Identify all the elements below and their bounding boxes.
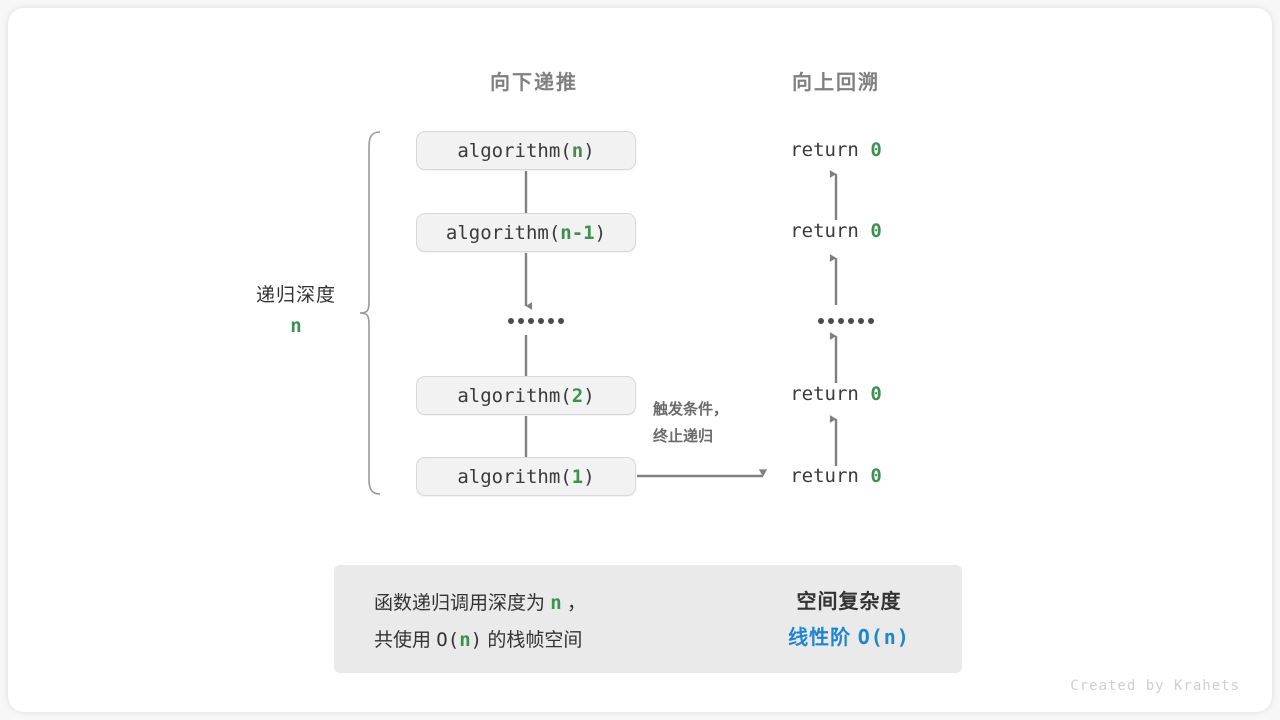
dot	[518, 318, 524, 324]
dot	[838, 318, 844, 324]
summary-line1-n: n	[550, 592, 562, 614]
recursion-depth-title: 递归深度	[255, 285, 336, 306]
recursion-depth-label: 递归深度 n	[216, 280, 376, 337]
base-case-note: 触发条件， 终止递归	[653, 396, 728, 450]
call-box-suffix: )	[583, 139, 595, 162]
summary-line-2: 共使用 O(n) 的栈帧空间	[374, 622, 586, 659]
call-box-1[interactable]: algorithm(1)	[416, 457, 636, 496]
return-value: 0	[870, 465, 882, 487]
call-box-suffix: )	[594, 221, 607, 244]
return-value: 0	[870, 383, 882, 405]
call-box-2[interactable]: algorithm(2)	[416, 376, 636, 415]
return-label-base: return 0	[726, 465, 946, 487]
call-box-prefix: algorithm(	[457, 465, 572, 488]
summary-conclusion: 空间复杂度 线性阶 O(n)	[754, 585, 944, 656]
header-downward: 向下递推	[490, 72, 578, 94]
summary-box: 函数递归调用深度为 n ， 共使用 O(n) 的栈帧空间 空间复杂度 线性阶 O…	[334, 565, 962, 673]
summary-line2-text-a: 共使用	[374, 630, 432, 651]
call-box-suffix: )	[583, 465, 595, 488]
header-upward: 向上回溯	[792, 72, 880, 94]
dot	[848, 318, 854, 324]
return-value: 0	[870, 139, 882, 161]
call-box-arg: n	[571, 139, 584, 162]
ellipsis-dots-right	[818, 318, 874, 324]
summary-line2-n: n	[459, 629, 471, 651]
return-label-third: return 0	[726, 383, 946, 405]
complexity-order-notation: O(n)	[857, 625, 910, 649]
credit-text: Created by Krahets	[1070, 678, 1240, 694]
complexity-order-cn: 线性阶	[788, 627, 852, 649]
return-label-top: return 0	[726, 139, 946, 161]
call-box-arg: n-1	[560, 221, 595, 244]
return-keyword: return	[790, 220, 859, 242]
base-case-note-line2: 终止递归	[653, 428, 714, 445]
summary-line2-text-b: 的栈帧空间	[487, 630, 583, 651]
call-box-arg: 2	[571, 384, 584, 407]
return-value: 0	[870, 220, 882, 242]
dot	[868, 318, 874, 324]
dot	[828, 318, 834, 324]
call-box-suffix: )	[583, 384, 595, 407]
call-box-prefix: algorithm(	[457, 139, 572, 162]
ellipsis-dots-left	[508, 318, 564, 324]
dot	[818, 318, 824, 324]
dot	[528, 318, 534, 324]
call-box-n[interactable]: algorithm(n)	[416, 131, 636, 170]
dot	[858, 318, 864, 324]
summary-line1-text-b: ，	[567, 593, 587, 614]
summary-line2-o: O(	[436, 629, 460, 651]
base-case-note-line1: 触发条件，	[653, 401, 729, 418]
call-box-arg: 1	[571, 465, 584, 488]
diagram-card: 向下递推 向上回溯 递归深度 n algorithm(n) algorithm(…	[8, 8, 1272, 712]
summary-text: 函数递归调用深度为 n ， 共使用 O(n) 的栈帧空间	[374, 585, 586, 659]
call-box-prefix: algorithm(	[445, 221, 561, 244]
call-box-prefix: algorithm(	[457, 384, 572, 407]
complexity-title: 空间复杂度	[796, 591, 902, 613]
return-keyword: return	[790, 383, 859, 405]
summary-line2-close: )	[470, 629, 483, 651]
dot	[548, 318, 554, 324]
summary-line-1: 函数递归调用深度为 n ，	[374, 585, 586, 622]
dot	[558, 318, 564, 324]
return-keyword: return	[790, 139, 859, 161]
return-keyword: return	[790, 465, 859, 487]
call-box-n-1[interactable]: algorithm(n-1)	[416, 213, 636, 252]
complexity-value: 线性阶 O(n)	[754, 619, 944, 656]
dot	[538, 318, 544, 324]
recursion-depth-value: n	[290, 315, 302, 337]
return-label-second: return 0	[726, 220, 946, 242]
summary-line1-text-a: 函数递归调用深度为	[374, 593, 546, 614]
dot	[508, 318, 514, 324]
